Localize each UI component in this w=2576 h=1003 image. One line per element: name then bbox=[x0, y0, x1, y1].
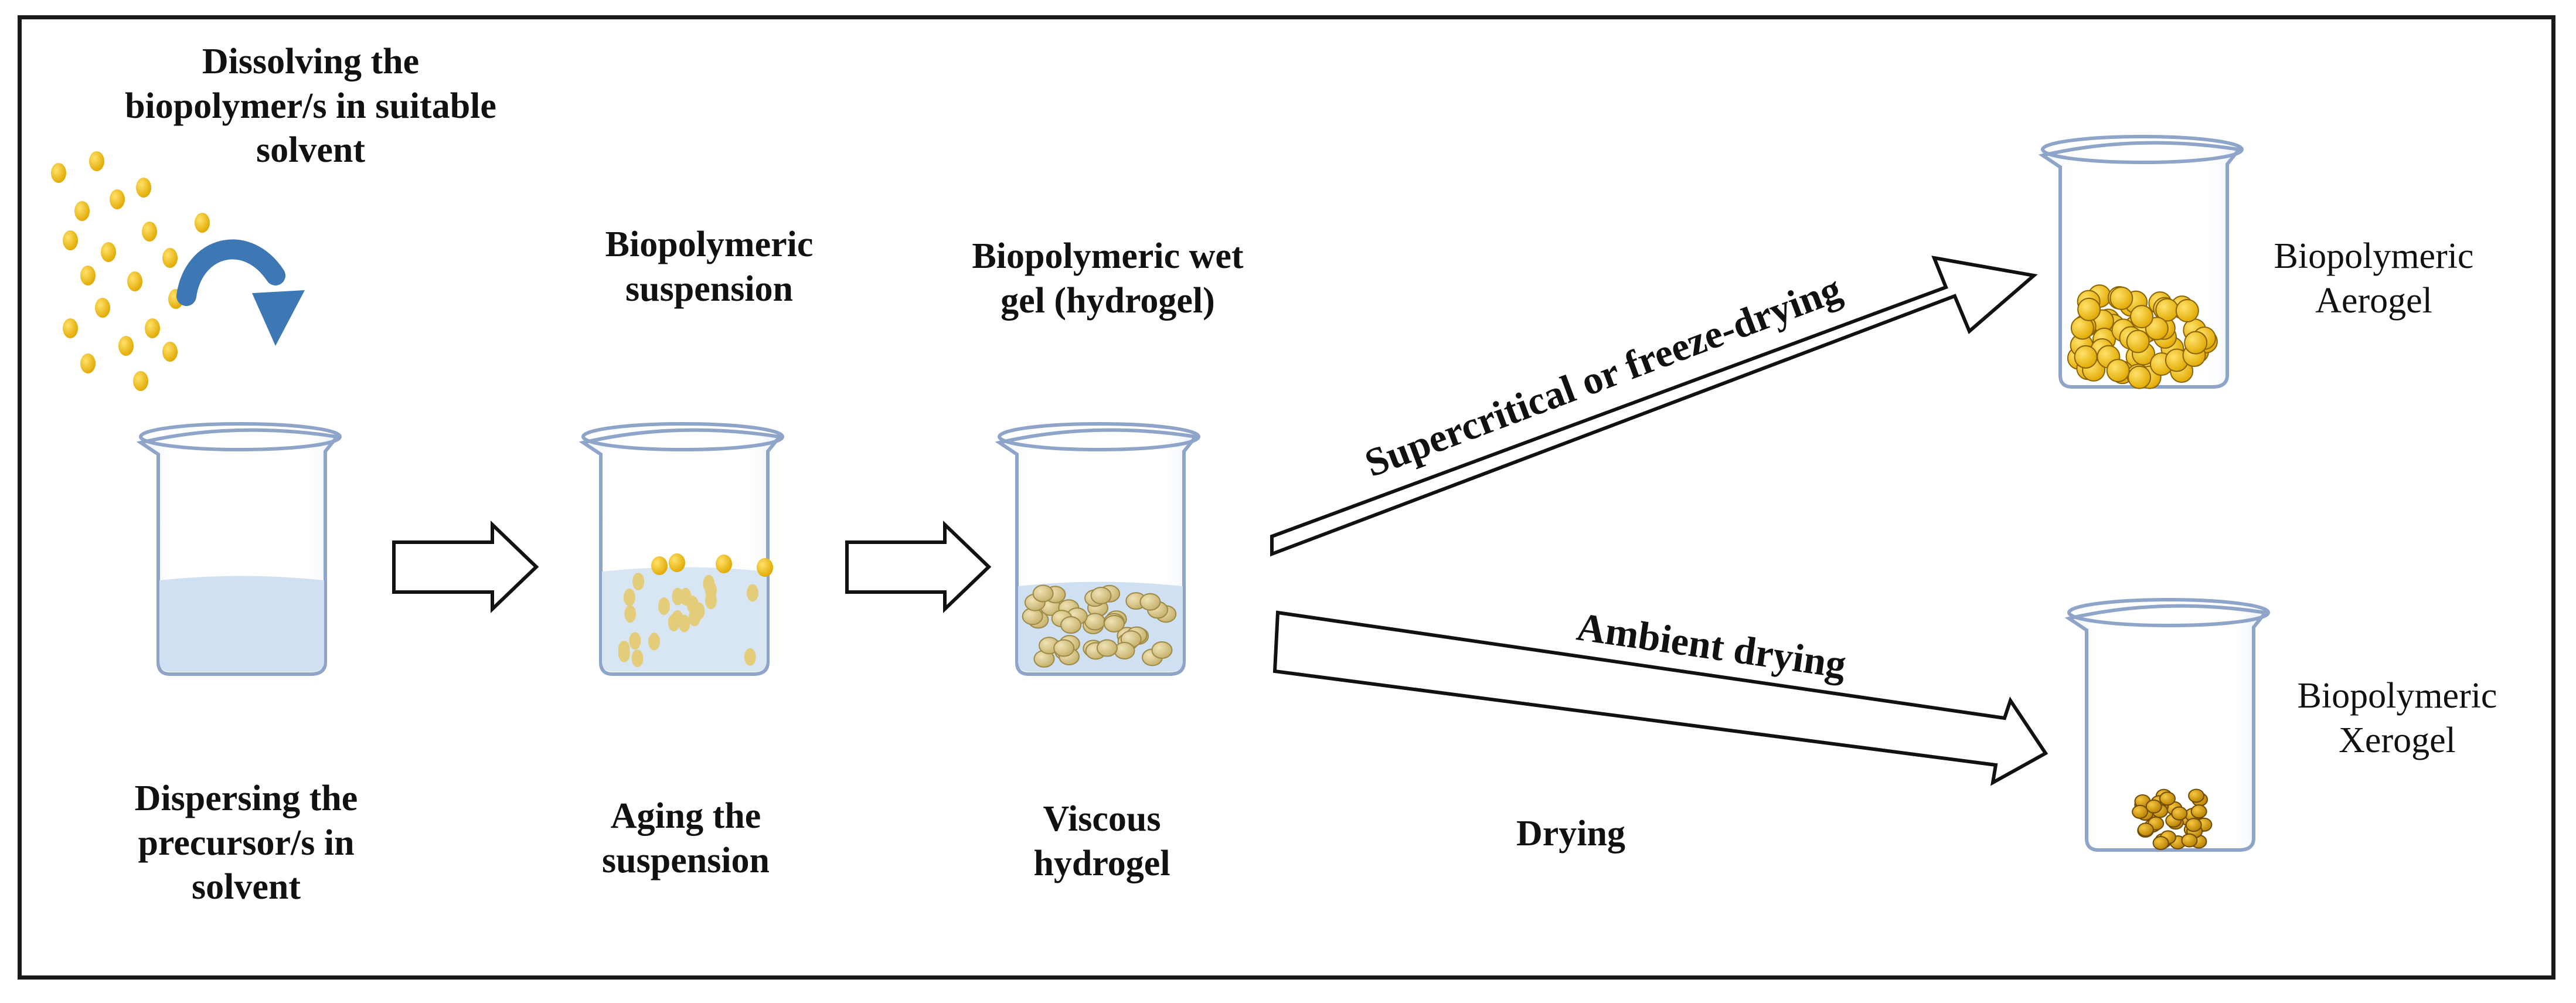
particle bbox=[757, 558, 773, 577]
hydrogel-particles bbox=[1022, 584, 1177, 668]
particle bbox=[2126, 329, 2150, 353]
particle bbox=[2106, 359, 2130, 383]
particle bbox=[629, 632, 641, 650]
particle bbox=[51, 163, 66, 183]
particle bbox=[1103, 614, 1125, 633]
particle bbox=[668, 614, 680, 632]
particle bbox=[2159, 791, 2176, 806]
particle bbox=[110, 189, 125, 209]
block-right-arrow-icon bbox=[845, 520, 992, 614]
particle bbox=[1114, 642, 1135, 660]
particle bbox=[133, 371, 148, 391]
label-dispersing: Dispersing the precursor/s in solvent bbox=[134, 778, 358, 907]
particle bbox=[2109, 286, 2133, 310]
curved-down-arrow-icon bbox=[176, 239, 305, 346]
particle bbox=[669, 553, 685, 572]
particle bbox=[1060, 616, 1082, 634]
label-aging: Aging the suspension bbox=[601, 796, 770, 880]
beaker-wet-gel bbox=[995, 422, 1200, 676]
particle bbox=[74, 201, 90, 221]
particle bbox=[80, 266, 96, 285]
arrow-to-aerogel bbox=[1270, 256, 2038, 557]
particle bbox=[651, 556, 668, 575]
particle bbox=[2175, 298, 2199, 322]
particle bbox=[2145, 799, 2162, 814]
label-xerogel: Biopolymeric Xerogel bbox=[2297, 676, 2497, 760]
particle bbox=[2077, 297, 2101, 321]
particle bbox=[618, 644, 630, 662]
particle bbox=[623, 589, 635, 607]
particle bbox=[101, 242, 116, 262]
particle bbox=[632, 573, 645, 591]
particle bbox=[1151, 641, 1173, 659]
particle bbox=[2185, 818, 2202, 832]
particle bbox=[89, 151, 104, 171]
aerogel-particles bbox=[2067, 284, 2218, 389]
particle bbox=[1032, 584, 1054, 603]
particle bbox=[1053, 639, 1075, 657]
particle bbox=[1139, 593, 1161, 611]
label-aerogel: Biopolymeric Aerogel bbox=[2274, 236, 2474, 321]
label-wet-gel: Biopolymeric wet gel (hydrogel) bbox=[972, 236, 1244, 321]
particle bbox=[2074, 345, 2098, 369]
particle bbox=[746, 584, 758, 602]
particle bbox=[658, 597, 670, 616]
arrow-to-xerogel bbox=[1272, 610, 2048, 786]
label-viscous: Viscous hydrogel bbox=[1033, 799, 1170, 883]
particle bbox=[2152, 836, 2169, 851]
particle bbox=[2132, 804, 2149, 819]
suspension-particles bbox=[618, 553, 773, 667]
particle bbox=[162, 248, 178, 268]
particle bbox=[118, 336, 134, 356]
particle bbox=[2181, 833, 2198, 848]
particle bbox=[2184, 331, 2208, 355]
particle bbox=[1096, 639, 1118, 657]
particle bbox=[2137, 822, 2154, 837]
particle bbox=[1090, 586, 1112, 604]
particle bbox=[705, 591, 717, 610]
particle bbox=[63, 318, 78, 338]
particle bbox=[648, 633, 661, 651]
particle bbox=[162, 342, 178, 362]
particle bbox=[631, 649, 644, 667]
particle bbox=[2130, 305, 2154, 329]
particle bbox=[63, 230, 78, 250]
particle bbox=[95, 298, 110, 318]
particle bbox=[2188, 788, 2205, 803]
particle bbox=[716, 555, 732, 573]
xerogel-particles bbox=[2132, 788, 2213, 851]
label-drying: Drying bbox=[1516, 814, 1625, 854]
particle bbox=[1084, 613, 1106, 631]
particle bbox=[195, 213, 210, 233]
particle bbox=[686, 596, 699, 614]
beaker-solvent bbox=[136, 422, 342, 676]
beaker-suspension bbox=[579, 422, 784, 676]
particle bbox=[2171, 806, 2188, 821]
block-right-arrow-icon bbox=[392, 520, 539, 614]
particle bbox=[2128, 365, 2152, 389]
particle bbox=[136, 178, 151, 198]
particle bbox=[80, 353, 96, 373]
particle bbox=[142, 222, 157, 242]
label-suspension: Biopolymeric suspension bbox=[605, 225, 814, 309]
precursor-particles bbox=[51, 151, 210, 391]
particle bbox=[2190, 804, 2207, 819]
particle bbox=[672, 587, 684, 606]
label-dissolving: Dissolving the biopolymer/s in suitable … bbox=[125, 42, 496, 171]
particle bbox=[127, 271, 142, 291]
particle bbox=[624, 605, 637, 623]
beaker-aerogel bbox=[2038, 135, 2244, 389]
particle bbox=[744, 648, 756, 666]
beaker-xerogel bbox=[2064, 598, 2270, 852]
particle bbox=[145, 318, 160, 338]
